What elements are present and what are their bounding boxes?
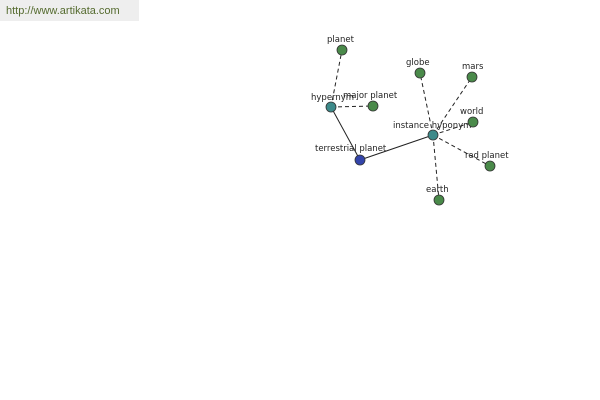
node-dot[interactable] (414, 67, 426, 79)
edge-instance-hyponym-to-globe (419, 72, 434, 136)
graph-nodes: terrestrial planet hypernym instance hypon… (311, 35, 509, 206)
node-dot[interactable] (433, 194, 445, 206)
node-label: mars (462, 62, 484, 72)
edge-terrestrial-planet-to-hypernym (330, 106, 361, 161)
node-dot[interactable] (484, 160, 496, 172)
node-label: red planet (465, 151, 509, 161)
site-url-link[interactable]: http://www.artikata.com (6, 5, 120, 17)
edge-instance-hyponym-to-world (432, 121, 474, 136)
node-label: terrestrial planet (315, 144, 387, 154)
node-terrestrial-planet[interactable]: terrestrial planet (315, 144, 387, 166)
node-label: major planet (343, 91, 398, 101)
node-earth[interactable]: earth (426, 185, 449, 206)
node-mars[interactable]: mars (462, 62, 484, 83)
node-label: globe (406, 58, 430, 68)
node-dot[interactable] (336, 44, 348, 56)
node-hypernym[interactable]: hypernym (311, 93, 354, 113)
edge-instance-hyponym-to-mars (432, 76, 473, 136)
node-world[interactable]: world (460, 107, 483, 128)
node-label: instance hyponym (393, 121, 471, 131)
node-dot[interactable] (427, 129, 439, 141)
edge-hypernym-to-major-planet (330, 105, 374, 108)
node-major-planet[interactable]: major planet (343, 91, 398, 112)
node-dot[interactable] (466, 71, 478, 83)
edge-instance-hyponym-to-earth (432, 134, 440, 201)
node-globe[interactable]: globe (406, 58, 430, 79)
node-planet[interactable]: planet (327, 35, 355, 56)
node-dot[interactable] (467, 116, 479, 128)
edge-instance-hyponym-to-red-planet (432, 134, 491, 167)
node-dot[interactable] (325, 101, 337, 113)
graph-edges (330, 49, 491, 201)
node-label: planet (327, 35, 355, 45)
edge-hypernym-to-planet (330, 49, 343, 108)
node-instance-hyponym[interactable]: instance hyponym (393, 121, 471, 141)
node-dot[interactable] (354, 154, 366, 166)
node-dot[interactable] (367, 100, 379, 112)
node-label: hypernym (311, 93, 354, 103)
node-label: world (460, 107, 483, 117)
node-red-planet[interactable]: red planet (465, 151, 509, 172)
node-label: earth (426, 185, 449, 195)
edge-terrestrial-planet-to-instance-hyponym (359, 134, 434, 161)
url-banner: http://www.artikata.com (0, 0, 139, 21)
